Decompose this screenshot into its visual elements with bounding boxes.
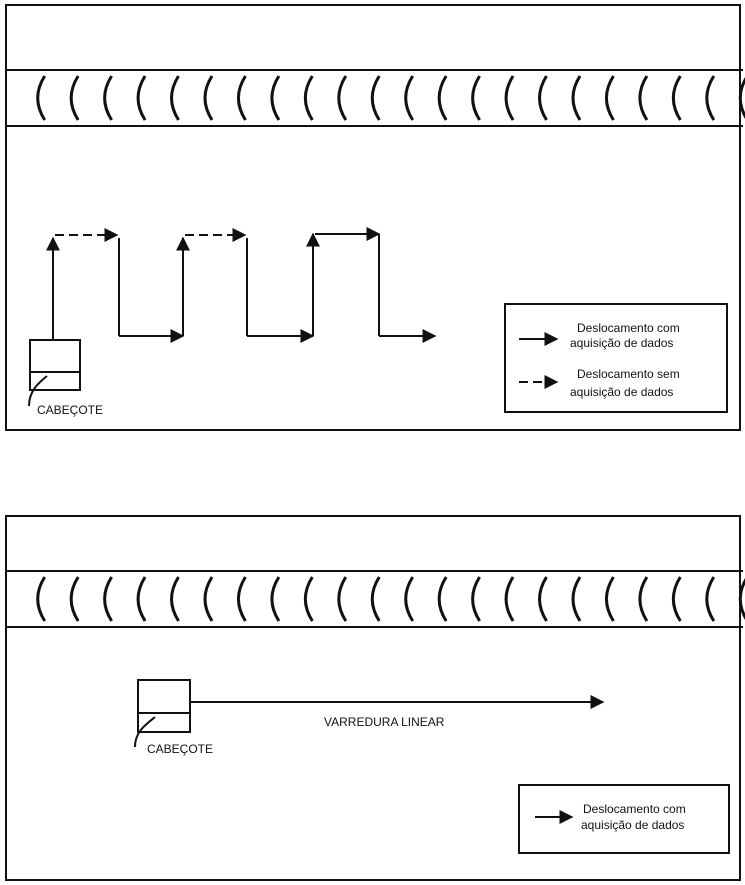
weld-bead-arc [205,577,212,621]
weld-bead-arc [339,577,346,621]
weld-bead-arc [238,577,245,621]
weld-bead-arc [707,76,714,120]
weld-bead-arc [406,577,413,621]
legend-dashed-text-1: Deslocamento sem [577,367,680,381]
weld-bead-arc [172,76,179,120]
scanning-head [29,340,80,406]
weld-bead-arc [272,577,279,621]
weld-bead-arc [305,577,312,621]
weld-bead-arc [406,76,413,120]
weld-bead-arc [740,577,745,621]
scanning-head [135,680,190,747]
linear-scan-panel: CABEÇOTE VARREDURA LINEAR Deslocamento c… [5,515,741,881]
weld-bead-arc [138,577,145,621]
weld-bead-arc [606,577,613,621]
legend-solid-text-2: aquisição de dados [581,818,684,832]
weld-bead-arc [606,76,613,120]
weld-bead-arc [506,577,513,621]
weld-bead-arc [640,577,647,621]
legend-dashed-text-2: aquisição de dados [570,385,673,399]
weld-bead-arc [540,76,547,120]
weld-bead-arc [238,76,245,120]
weld-bead-arc [38,577,45,621]
weld-bead-arc [138,76,145,120]
weld-bead-arc [71,76,78,120]
weld-bead-arc [439,577,446,621]
weld-bead-arc [272,76,279,120]
weld-bead-band [7,70,745,126]
weld-bead-arc [71,577,78,621]
weld-bead-arc [640,76,647,120]
weld-bead-arc [740,76,745,120]
weld-bead-arc [372,577,379,621]
raster-scan-panel: CABEÇOTE Deslocamento com aquisição de d… [5,4,741,431]
legend-solid-text-1: Deslocamento com [583,802,686,816]
weld-bead-arc [573,577,580,621]
weld-bead-ripples [38,577,745,621]
raster-scan-path [53,234,435,341]
weld-bead-arc [38,76,45,120]
weld-bead-band [7,571,745,627]
weld-bead-ripples [38,76,745,120]
weld-bead-arc [506,76,513,120]
weld-bead-arc [573,76,580,120]
weld-bead-arc [205,76,212,120]
linear-scan-diagram: CABEÇOTE VARREDURA LINEAR Deslocamento c… [7,517,743,883]
weld-bead-arc [540,577,547,621]
legend: Deslocamento com aquisição de dados [519,785,729,853]
weld-bead-arc [105,76,112,120]
raster-scan-diagram: CABEÇOTE Deslocamento com aquisição de d… [7,6,743,433]
head-label: CABEÇOTE [37,403,103,417]
weld-bead-arc [673,76,680,120]
weld-bead-arc [707,577,714,621]
weld-bead-arc [372,76,379,120]
weld-bead-arc [339,76,346,120]
scan-label: VARREDURA LINEAR [324,715,445,729]
head-label: CABEÇOTE [147,742,213,756]
weld-bead-arc [673,577,680,621]
weld-bead-arc [439,76,446,120]
weld-bead-arc [105,577,112,621]
legend-solid-text-2: aquisição de dados [570,336,673,350]
legend-solid-text-1: Deslocamento com [577,321,680,335]
weld-bead-arc [473,76,480,120]
weld-bead-arc [473,577,480,621]
weld-bead-arc [172,577,179,621]
legend: Deslocamento com aquisição de dados Desl… [505,304,727,412]
weld-bead-arc [305,76,312,120]
